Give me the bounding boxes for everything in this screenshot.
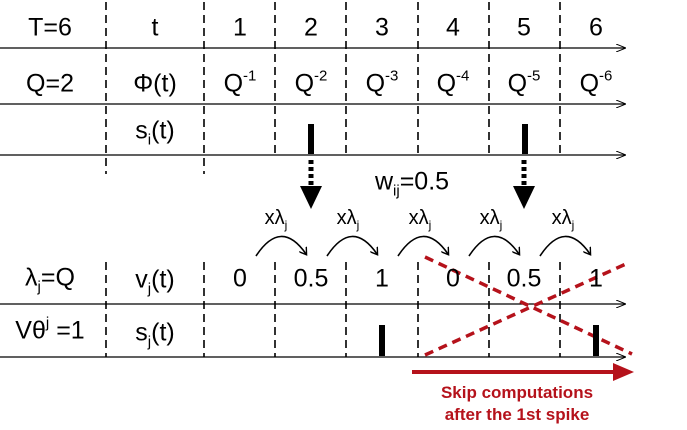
decay-multiplier-3: xλj: [408, 207, 432, 232]
decay-arrow-1: [255, 235, 306, 257]
decay-multiplier-5: xλj: [551, 207, 575, 232]
skip-cross: [424, 255, 633, 357]
column-separators: [105, 2, 561, 357]
decay-arrow-4: [468, 235, 519, 257]
time-cell-6: 6: [589, 13, 603, 42]
membrane-cell-1: 0: [233, 264, 247, 293]
phase-param: Q=2: [26, 69, 74, 98]
phase-name: Φ(t): [133, 69, 177, 98]
skip-note: Skip computations after the 1st spike: [441, 382, 593, 426]
decay-multiplier-2: xλj: [336, 207, 360, 232]
skip-note-line-2: after the 1st spike: [444, 405, 590, 424]
time-name: t: [151, 13, 159, 42]
membrane-cell-4: 0: [446, 264, 460, 293]
membrane-param: λj=Q: [25, 263, 75, 296]
phase-cell-6: Q-6: [579, 67, 613, 98]
time-cell-5: 5: [517, 13, 531, 42]
phase-cell-4: Q-4: [436, 67, 470, 98]
propagation-arrow-step-2: [300, 160, 322, 209]
input-spikes-name: si(t): [135, 116, 175, 149]
decay-arrows: [255, 235, 590, 257]
decay-multiplier-1: xλj: [264, 207, 288, 232]
skip-cross-line-b: [424, 261, 629, 357]
membrane-cell-2: 0.5: [293, 264, 329, 293]
time-cell-3: 3: [375, 13, 389, 42]
membrane-cell-3: 1: [375, 264, 389, 293]
propagation-arrow-step-5: [513, 160, 535, 209]
skip-note-line-1: Skip computations: [440, 383, 594, 402]
skip-cross-line-a: [424, 255, 633, 356]
decay-arrow-3: [397, 235, 448, 257]
output-spike-step-3: [379, 325, 386, 356]
time-param: T=6: [28, 13, 72, 42]
phase-cell-1: Q-1: [223, 67, 257, 98]
phase-cell-5: Q-5: [507, 67, 541, 98]
membrane-name: vj(t): [135, 265, 175, 298]
phase-cell-2: Q-2: [294, 67, 328, 98]
phase-cell-3: Q-3: [365, 67, 399, 98]
threshold-param: Vθj =1: [15, 314, 85, 345]
weight-label: wij=0.5: [374, 167, 450, 200]
membrane-cell-6: 1: [589, 264, 603, 293]
skip-arrow: [412, 363, 634, 381]
decay-multiplier-4: xλj: [479, 207, 503, 232]
time-cell-2: 2: [304, 13, 318, 42]
output-spike-step-6: [593, 325, 599, 356]
output-spikes-name: sj(t): [135, 318, 175, 351]
decay-arrow-5: [539, 235, 590, 257]
time-cell-4: 4: [446, 13, 460, 42]
input-spike-step-5: [521, 124, 528, 154]
decay-arrow-2: [326, 235, 377, 257]
membrane-cell-5: 0.5: [506, 264, 542, 293]
time-cell-1: 1: [233, 13, 247, 42]
input-spike-step-2: [308, 124, 315, 154]
